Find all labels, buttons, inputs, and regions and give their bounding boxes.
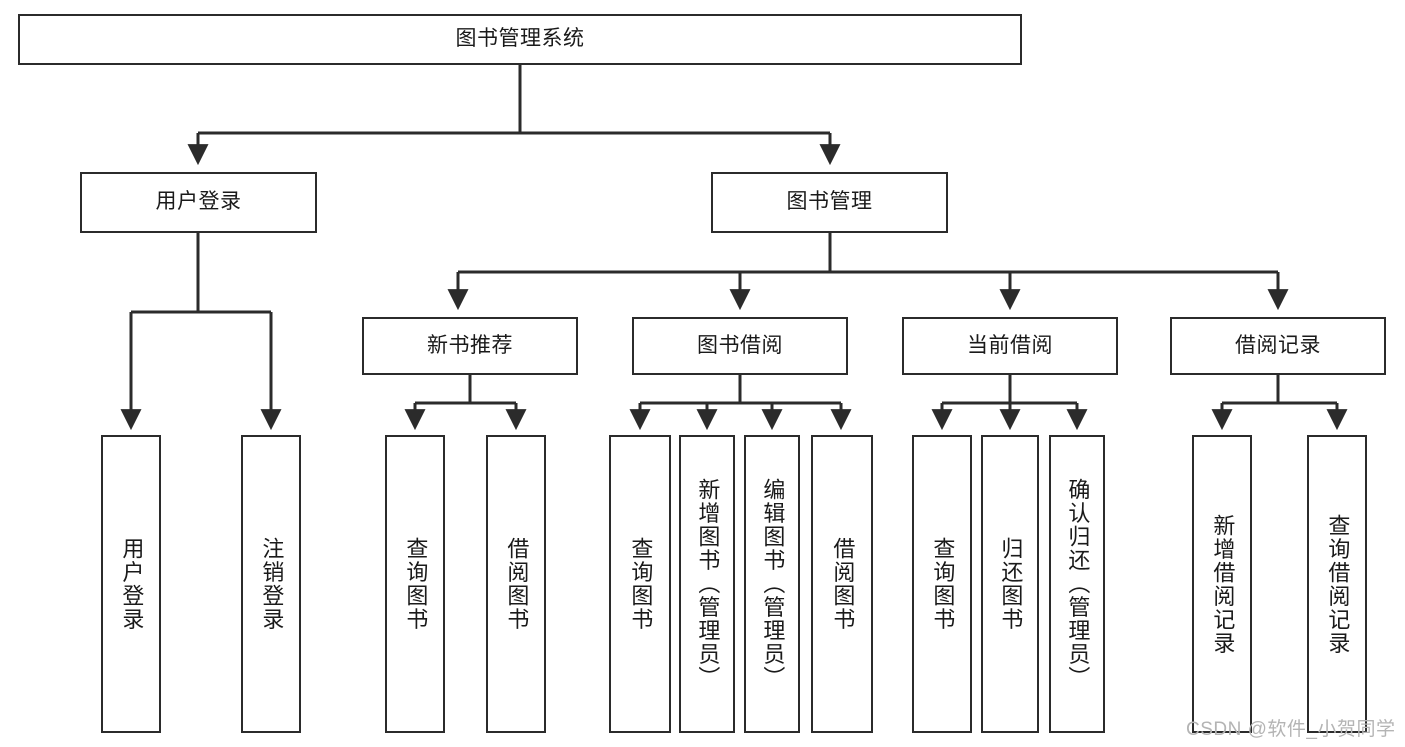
node-current-borrow[interactable]: 当前借阅 bbox=[902, 317, 1118, 375]
leaf-book-borrow-add-book-admin[interactable]: 新增图书（管理员） bbox=[679, 435, 735, 733]
node-label: 用户登录 bbox=[155, 190, 242, 214]
leaf-borrow-record-add-record[interactable]: 新增借阅记录 bbox=[1192, 435, 1252, 733]
node-user-login[interactable]: 用户登录 bbox=[80, 172, 317, 233]
leaf-current-borrow-confirm-return-admin[interactable]: 确认归还（管理员） bbox=[1049, 435, 1105, 733]
node-book-management[interactable]: 图书管理 bbox=[711, 172, 948, 233]
node-label: 当前借阅 bbox=[967, 333, 1053, 357]
node-label: 查询图书 bbox=[628, 537, 654, 631]
node-label: 查询借阅记录 bbox=[1325, 513, 1351, 655]
leaf-current-borrow-query-book[interactable]: 查询图书 bbox=[912, 435, 972, 733]
node-borrow-record[interactable]: 借阅记录 bbox=[1170, 317, 1386, 375]
node-label: 归还图书 bbox=[998, 537, 1024, 631]
leaf-new-book-query-book[interactable]: 查询图书 bbox=[385, 435, 445, 733]
node-label: 用户登录 bbox=[119, 537, 145, 631]
node-root-book-management-system[interactable]: 图书管理系统 bbox=[18, 14, 1022, 65]
leaf-book-borrow-edit-book-admin[interactable]: 编辑图书（管理员） bbox=[744, 435, 800, 733]
node-label: 借阅记录 bbox=[1235, 333, 1321, 357]
leaf-user-login-login[interactable]: 用户登录 bbox=[101, 435, 161, 733]
node-label: 借阅图书 bbox=[504, 537, 530, 631]
node-label: 图书管理系统 bbox=[455, 27, 585, 51]
node-label: 查询图书 bbox=[403, 537, 429, 631]
watermark-text: CSDN @软件_小贺同学 bbox=[1186, 719, 1396, 740]
node-label: 注销登录 bbox=[259, 537, 285, 631]
node-label: 编辑图书（管理员） bbox=[760, 478, 786, 690]
node-label: 新增借阅记录 bbox=[1210, 513, 1236, 655]
node-label: 新书推荐 bbox=[427, 333, 513, 357]
leaf-current-borrow-return-book[interactable]: 归还图书 bbox=[981, 435, 1039, 733]
leaf-new-book-borrow-book[interactable]: 借阅图书 bbox=[486, 435, 546, 733]
node-label: 确认归还（管理员） bbox=[1065, 478, 1091, 690]
leaf-borrow-record-query-record[interactable]: 查询借阅记录 bbox=[1307, 435, 1367, 733]
node-label: 查询图书 bbox=[930, 537, 956, 631]
leaf-book-borrow-query-book[interactable]: 查询图书 bbox=[609, 435, 671, 733]
node-label: 图书借阅 bbox=[697, 333, 783, 357]
leaf-user-login-logout[interactable]: 注销登录 bbox=[241, 435, 301, 733]
node-label: 借阅图书 bbox=[830, 537, 856, 631]
node-label: 新增图书（管理员） bbox=[695, 478, 721, 690]
node-new-book-recommend[interactable]: 新书推荐 bbox=[362, 317, 578, 375]
node-label: 图书管理 bbox=[786, 190, 873, 214]
node-book-borrow[interactable]: 图书借阅 bbox=[632, 317, 848, 375]
leaf-book-borrow-borrow-book[interactable]: 借阅图书 bbox=[811, 435, 873, 733]
